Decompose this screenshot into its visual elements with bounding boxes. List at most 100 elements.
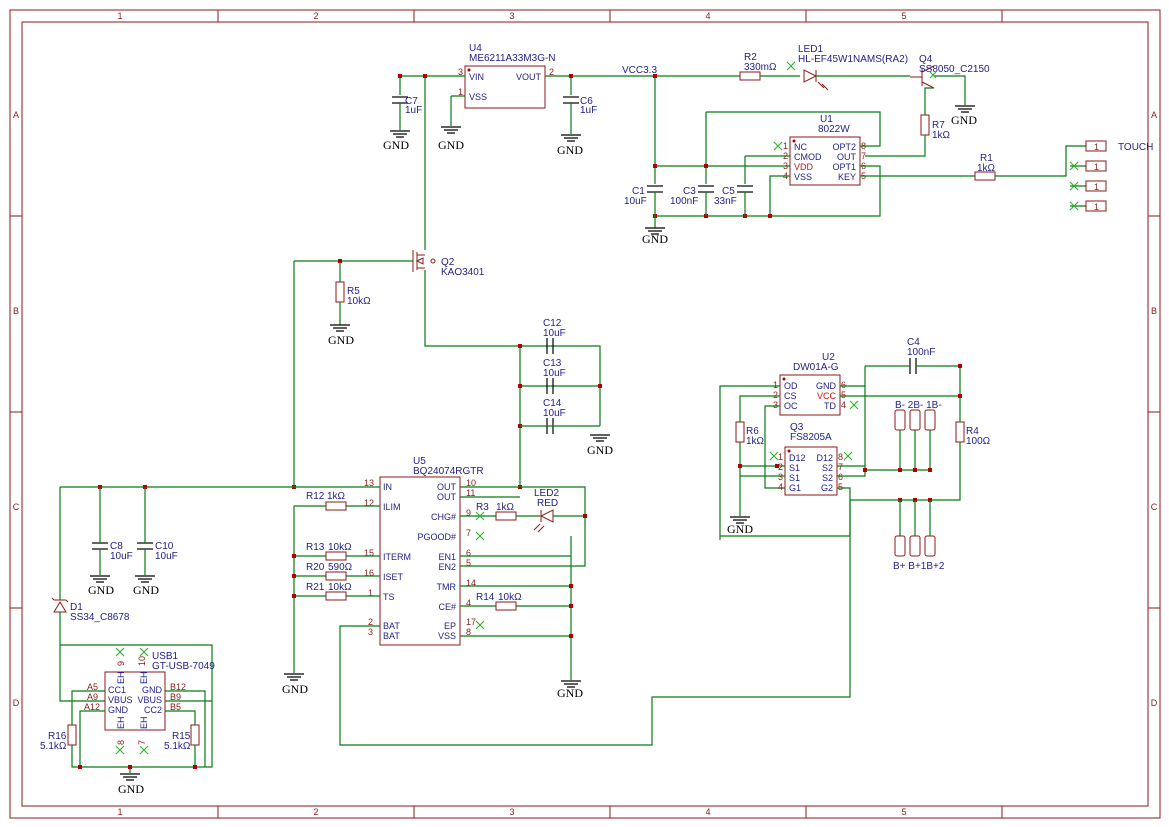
gnd-symbol: GND: [727, 516, 753, 536]
u5-charger-ic[interactable]: U5 BQ24074RGTR IN ILIM ITERM ISET TS BAT…: [364, 456, 484, 646]
svg-text:NC: NC: [794, 142, 807, 152]
d1-schottky-diode[interactable]: D1 SS34_C8678: [51, 597, 130, 623]
frame-row-label: B: [1151, 306, 1157, 316]
battery-pos-pads[interactable]: B+ B+1B+2: [893, 535, 945, 572]
svg-text:5: 5: [466, 558, 471, 568]
c4-capacitor[interactable]: C4 100nF: [907, 337, 935, 374]
svg-text:7: 7: [137, 740, 147, 745]
c14-capacitor[interactable]: C14 10uF: [543, 398, 566, 434]
led2-diode[interactable]: LED2 RED: [533, 488, 559, 533]
svg-text:590Ω: 590Ω: [328, 562, 353, 573]
gnd-symbol: GND: [587, 434, 613, 457]
svg-text:GND: GND: [557, 143, 583, 157]
svg-text:10uF: 10uF: [543, 328, 566, 339]
svg-text:U4: U4: [469, 43, 482, 54]
svg-text:10uF: 10uF: [155, 551, 178, 562]
r14-resistor[interactable]: R14 10kΩ: [476, 592, 522, 611]
gnd-symbol: GND: [383, 130, 410, 152]
svg-text:FS8205A: FS8205A: [790, 432, 832, 443]
c6-capacitor[interactable]: C6 1uF: [563, 96, 597, 134]
r12-resistor[interactable]: R12 1kΩ: [306, 491, 347, 511]
r6-resistor[interactable]: R6 1kΩ: [735, 421, 765, 447]
battery-neg-pads[interactable]: B- 2B- 1B-: [894, 400, 942, 431]
svg-text:GND: GND: [816, 381, 837, 391]
led1-diode[interactable]: LED1 HL-EF45W1NAMS(RA2): [786, 44, 908, 91]
svg-text:GND: GND: [951, 113, 977, 127]
svg-text:1: 1: [783, 141, 788, 151]
svg-text:1kΩ: 1kΩ: [496, 502, 515, 513]
c8-capacitor[interactable]: C8 10uF: [92, 541, 133, 562]
frame-row-label: D: [1151, 698, 1158, 708]
r13-resistor[interactable]: R13 10kΩ: [306, 542, 352, 561]
c13-capacitor[interactable]: C13 10uF: [543, 358, 566, 394]
svg-text:D12: D12: [789, 453, 806, 463]
gnd-symbol: GND: [88, 575, 114, 597]
svg-text:DW01A-G: DW01A-G: [793, 362, 839, 373]
c3-capacitor[interactable]: C3 100nF: [670, 185, 714, 207]
gnd-symbol: GND: [133, 575, 159, 597]
svg-text:4: 4: [466, 598, 471, 608]
gnd-symbol: GND: [118, 773, 144, 796]
r20-resistor[interactable]: R20 590Ω: [306, 562, 353, 581]
c10-capacitor[interactable]: C10 10uF: [137, 541, 178, 562]
q4-transistor[interactable]: Q4 SS8050_C2150: [910, 54, 990, 89]
svg-text:OUT: OUT: [837, 152, 857, 162]
frame-col-label: 3: [509, 807, 514, 817]
r15-resistor[interactable]: R15 5.1kΩ: [164, 724, 200, 752]
c12-capacitor[interactable]: C12 10uF: [543, 318, 566, 354]
svg-text:VBUS: VBUS: [137, 695, 162, 705]
svg-text:EN2: EN2: [438, 562, 456, 572]
svg-text:VSS: VSS: [794, 172, 812, 182]
r21-resistor[interactable]: R21 10kΩ: [306, 582, 352, 601]
svg-text:100Ω: 100Ω: [966, 436, 991, 447]
svg-text:Q3: Q3: [790, 422, 804, 433]
q2-mosfet[interactable]: Q2 KAO3401: [412, 250, 485, 278]
gnd-symbol: GND: [642, 227, 668, 246]
svg-text:8022W: 8022W: [818, 124, 850, 135]
svg-text:CMOD: CMOD: [794, 152, 822, 162]
r3-resistor[interactable]: R3 1kΩ: [476, 502, 517, 521]
svg-text:R6: R6: [746, 426, 759, 437]
svg-text:B9: B9: [170, 692, 181, 702]
frame-col-label: 1: [117, 11, 122, 21]
u1-touch-ic[interactable]: U1 8022W NC CMOD VDD VSS OPT2 OUT OPT1 K…: [783, 114, 866, 186]
svg-text:U2: U2: [822, 352, 835, 363]
u2-protection-ic[interactable]: U2 DW01A-G OD CS OC GND VCC TD 1 2 3 6 5…: [773, 352, 846, 416]
svg-text:2: 2: [778, 462, 783, 472]
c5-capacitor[interactable]: C5 33nF: [714, 185, 753, 207]
svg-text:3: 3: [458, 67, 463, 77]
svg-text:U1: U1: [820, 114, 833, 125]
r16-resistor[interactable]: R16 5.1kΩ: [40, 724, 77, 752]
svg-text:OPT1: OPT1: [832, 162, 856, 172]
frame-col-label: 3: [509, 11, 514, 21]
u4-ldo[interactable]: U4 ME6211A33M3G-N VIN VSS VOUT 3 1 2: [458, 43, 556, 109]
svg-text:OPT2: OPT2: [832, 142, 856, 152]
r4-resistor[interactable]: R4 100Ω: [955, 421, 991, 447]
svg-text:C5: C5: [722, 186, 735, 197]
svg-text:TOUCH: TOUCH: [1118, 142, 1153, 153]
svg-text:R7: R7: [932, 120, 945, 131]
c1-capacitor[interactable]: C1 10uF: [624, 185, 663, 207]
svg-text:5.1kΩ: 5.1kΩ: [164, 741, 191, 752]
svg-text:BQ24074RGTR: BQ24074RGTR: [413, 466, 484, 477]
svg-text:8: 8: [466, 627, 471, 637]
svg-text:B+ B+1B+2: B+ B+1B+2: [893, 561, 945, 572]
r1-resistor[interactable]: R1 1kΩ: [974, 153, 996, 181]
svg-text:A9: A9: [87, 692, 98, 702]
touch-pads[interactable]: 1 1 1 1 TOUCH: [1085, 140, 1153, 212]
q3-dual-mosfet[interactable]: Q3 FS8205A D12 S1 S1 G1 D12 S2 S2 G2 1 2…: [778, 422, 843, 496]
net-label-vcc: VCC3.3: [622, 65, 657, 76]
svg-text:IN: IN: [383, 482, 392, 492]
svg-text:10: 10: [466, 478, 476, 488]
svg-text:15: 15: [364, 548, 374, 558]
svg-text:100nF: 100nF: [907, 347, 935, 358]
svg-text:4: 4: [778, 482, 783, 492]
svg-text:C8: C8: [110, 541, 123, 552]
usb1-connector[interactable]: USB1 GT-USB-7049 CC1 VBUS GND GND VBUS C…: [84, 651, 215, 745]
svg-text:R1: R1: [980, 153, 993, 164]
svg-text:1: 1: [778, 452, 783, 462]
c7-capacitor[interactable]: C7 1uF: [392, 96, 422, 130]
r5-resistor[interactable]: R5 10kΩ: [335, 281, 371, 307]
svg-text:R3: R3: [476, 502, 489, 513]
svg-text:GND: GND: [438, 138, 464, 152]
